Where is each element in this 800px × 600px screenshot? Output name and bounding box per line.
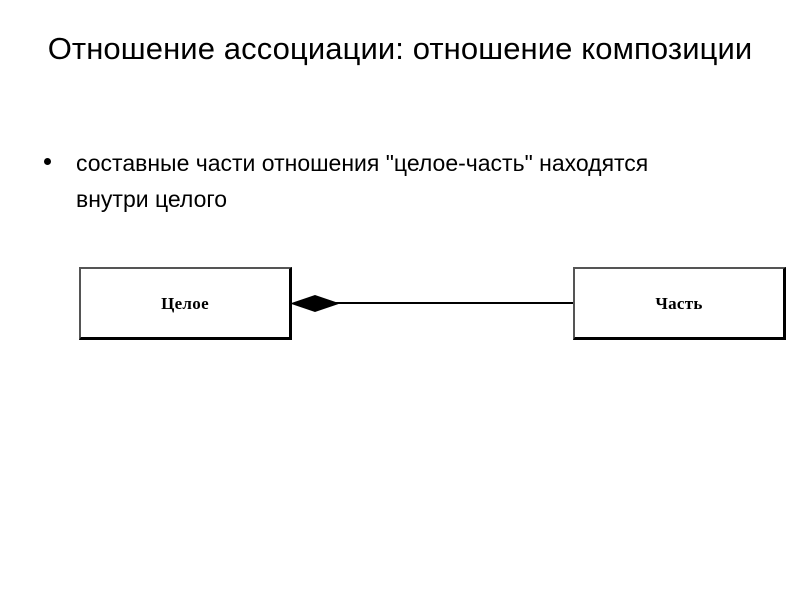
bullet-dot-icon — [44, 158, 51, 165]
uml-node-part[interactable]: Часть — [573, 267, 786, 340]
list-item: составные части отношения "целое-часть" … — [36, 145, 752, 217]
page-title: Отношение ассоциации: отношение композиц… — [47, 31, 753, 66]
composition-diamond-icon — [290, 295, 340, 312]
body-bullet-list: составные части отношения "целое-часть" … — [36, 145, 752, 217]
bullet-text: составные части отношения "целое-часть" … — [76, 150, 649, 212]
composition-association-line — [330, 302, 575, 304]
uml-node-whole[interactable]: Целое — [79, 267, 292, 340]
uml-node-whole-label: Целое — [161, 293, 209, 313]
uml-node-part-label: Часть — [655, 293, 703, 313]
